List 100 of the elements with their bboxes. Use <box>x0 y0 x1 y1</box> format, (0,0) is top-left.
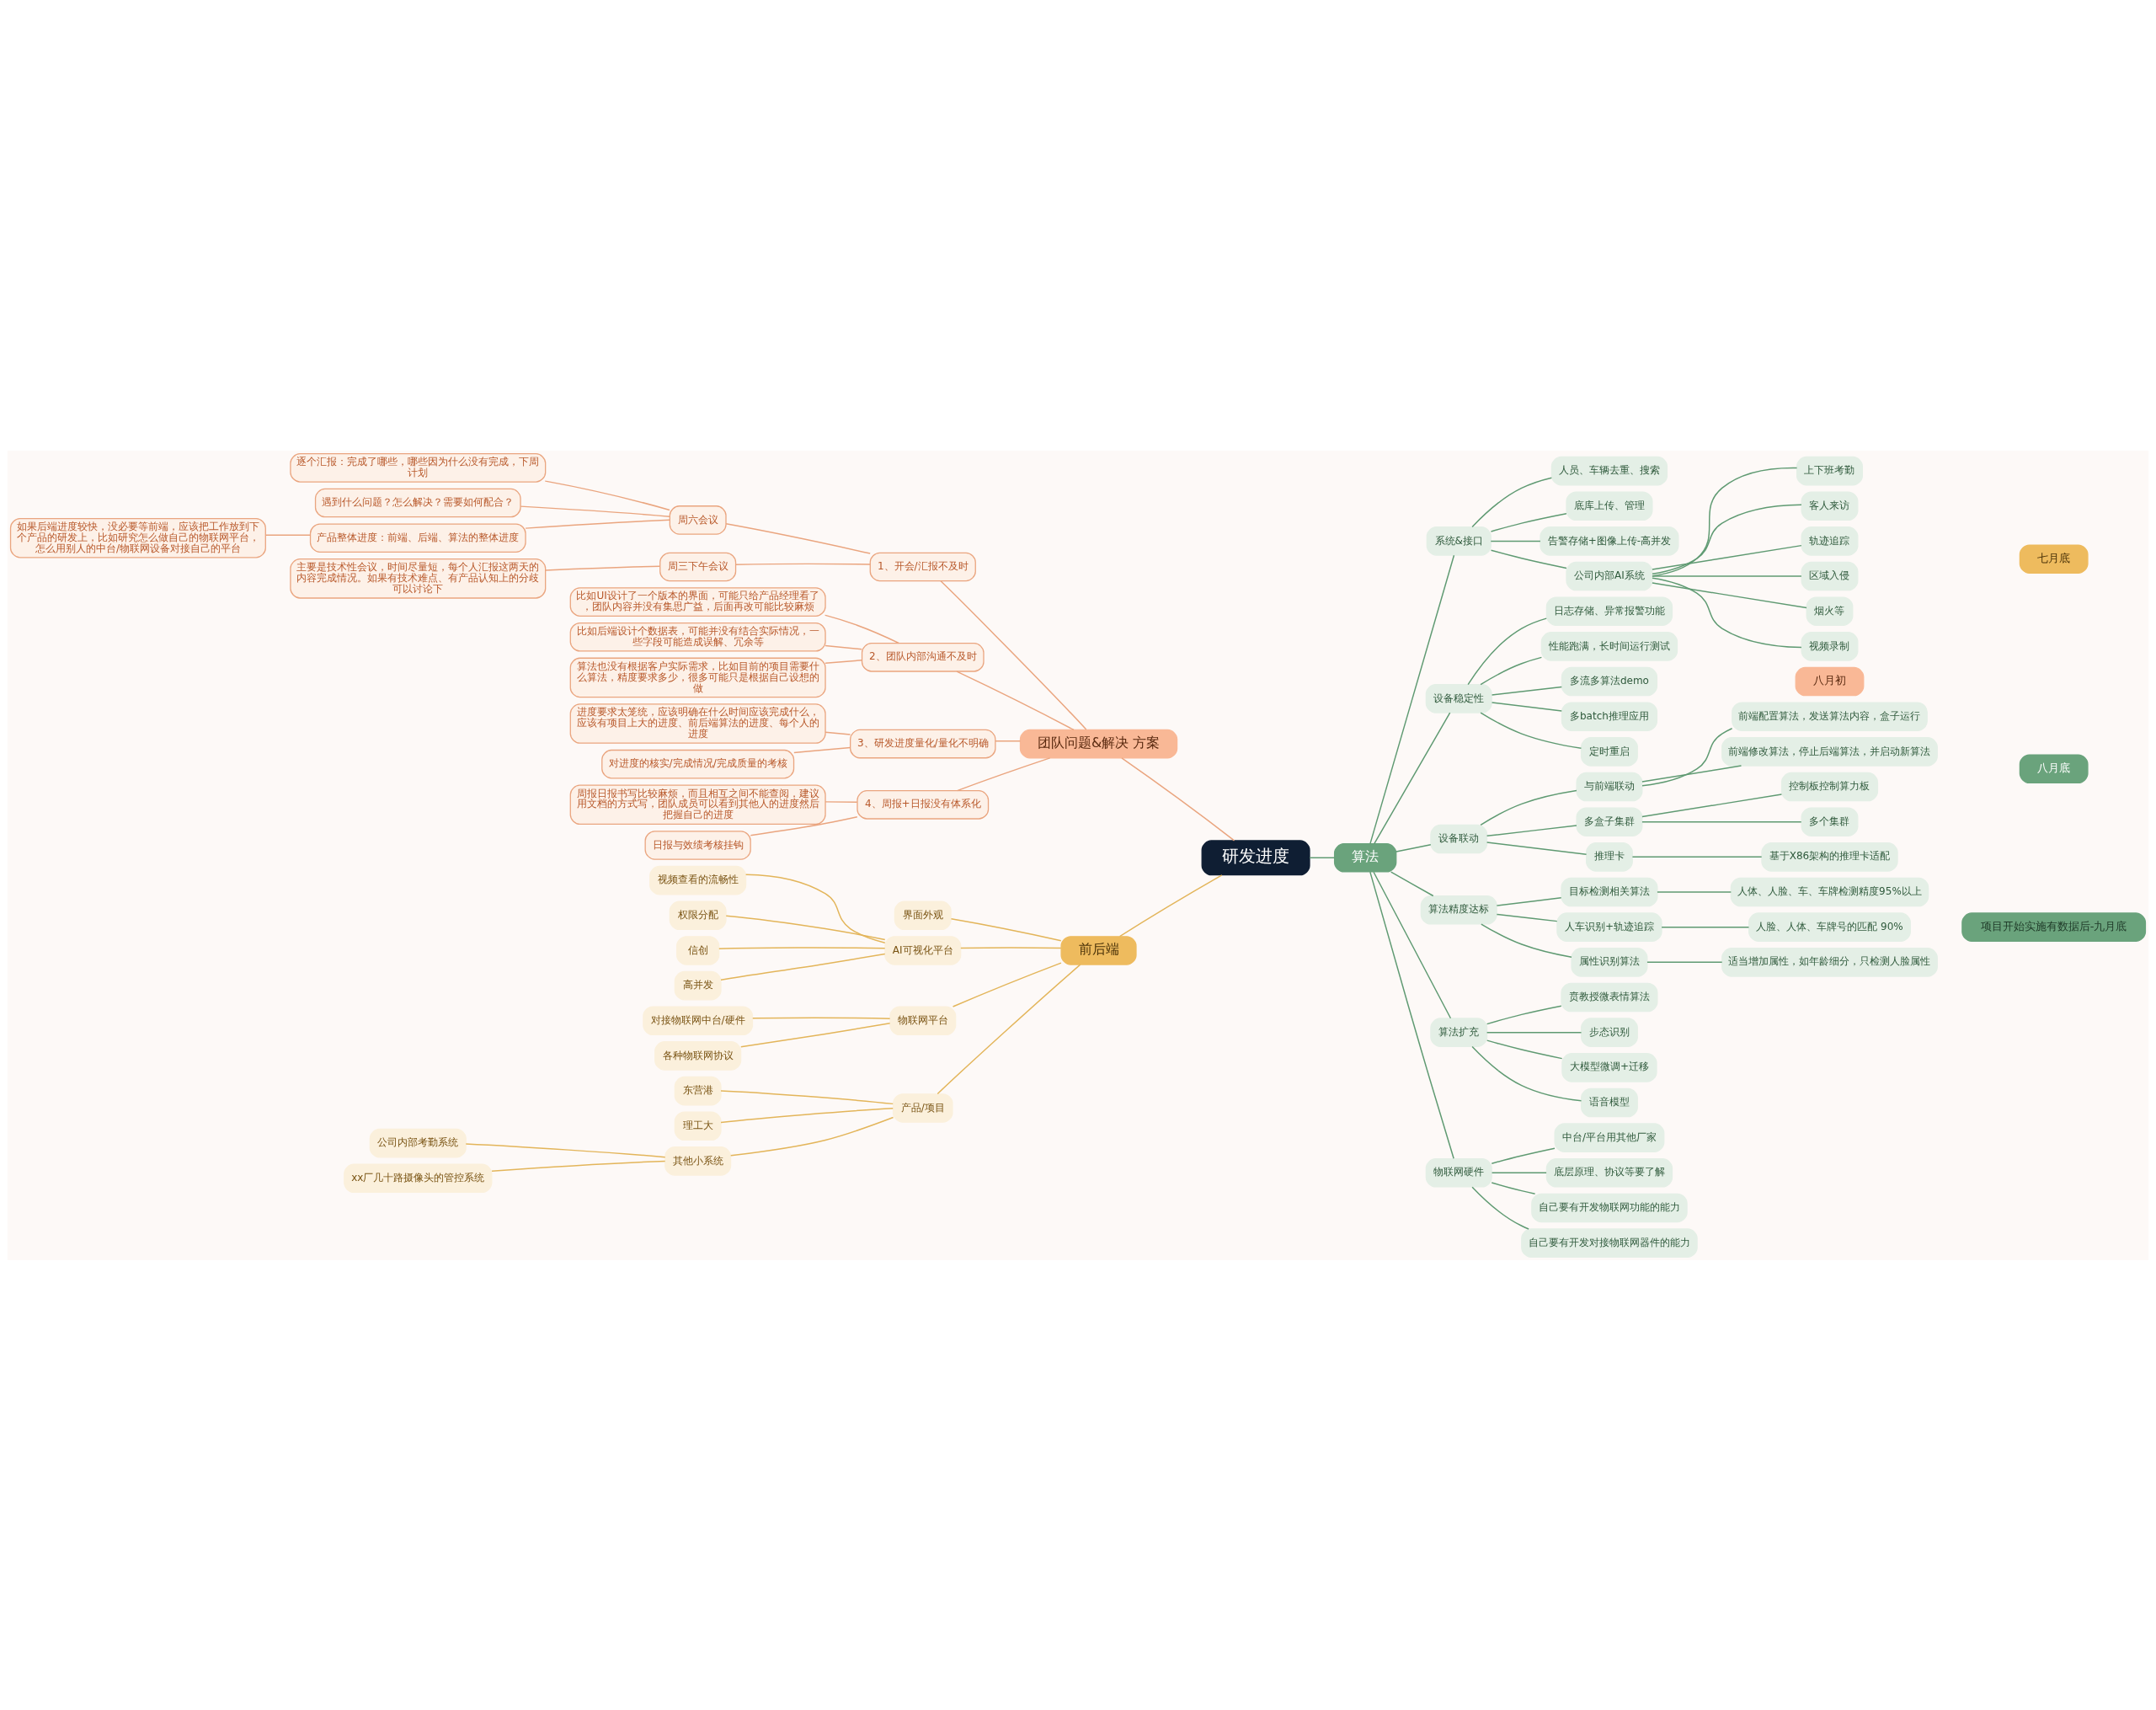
node-box: 主要是技术性会议，时间尽量短，每个人汇报这两天的内容完成情况。如果有技术难点、有产品认知上的分歧可以讨论下 <box>290 558 547 599</box>
node-box: 研发进度 <box>1201 839 1310 875</box>
node-box: 大模型微调+迁移 <box>1561 1052 1657 1082</box>
node-box: 与前端联动 <box>1576 772 1643 801</box>
connector <box>825 659 862 664</box>
node-box: 产品/项目 <box>892 1093 953 1123</box>
connector <box>725 914 886 940</box>
node-box: 高并发 <box>674 970 722 1000</box>
connector <box>1490 512 1567 532</box>
connector <box>952 961 1062 1007</box>
connector <box>730 1116 894 1157</box>
connector <box>1309 857 1336 858</box>
connector <box>1652 504 1802 574</box>
node-box: 权限分配 <box>669 900 727 930</box>
connector <box>1646 961 1723 963</box>
connector <box>1661 926 1750 927</box>
connector <box>1490 549 1567 569</box>
node-box: 公司内部考勤系统 <box>369 1128 467 1157</box>
connector <box>1486 824 1577 836</box>
connector <box>752 1017 891 1019</box>
node-box: 系统&接口 <box>1426 526 1492 556</box>
connector <box>544 479 670 510</box>
connector <box>1490 540 1541 542</box>
connector <box>1496 896 1562 906</box>
node-box: 各种物联网协议 <box>654 1040 742 1071</box>
connector <box>720 1089 894 1104</box>
connector <box>491 1160 666 1172</box>
node-box: 周三下午会议 <box>659 552 737 581</box>
node-box: 日报与效绩考核挂钩 <box>644 830 751 860</box>
connector <box>1652 574 1802 577</box>
connector <box>1374 711 1451 844</box>
node-box: 2、团队内部沟通不及时 <box>861 642 985 672</box>
node-box: 设备联动 <box>1430 824 1488 853</box>
node-box: 逐个汇报：完成了哪些，哪些因为什么没有完成，下周计划 <box>290 452 547 483</box>
node-box: 前端修改算法，停止后端算法，并启动新算法 <box>1721 736 1938 767</box>
node-box: 东营港 <box>674 1076 722 1105</box>
connector <box>1396 843 1432 852</box>
node-box: 公司内部AI系统 <box>1566 561 1653 590</box>
node-box: 界面外观 <box>894 900 952 930</box>
node-box: 底层原理、协议等要了解 <box>1545 1157 1673 1188</box>
node-box: 区域入侵 <box>1801 561 1859 590</box>
connector <box>1486 841 1588 855</box>
node-box: 比如后端设计个数据表，可能并没有结合实际情况，一些字段可能造成误解、冗余等 <box>569 622 826 652</box>
node-box: 底库上传、管理 <box>1566 490 1653 521</box>
node-box: 3、研发进度量化/量化不明确 <box>850 729 996 758</box>
connector <box>825 731 851 735</box>
connector <box>720 1107 894 1123</box>
connector <box>1118 874 1223 937</box>
node-box: 算法也没有根据客户实际需求，比如目前的项目需要什么算法，精度要求多少，很多可能只是根据自己设想的做 <box>569 657 826 697</box>
node-box: 其他小系统 <box>664 1146 732 1176</box>
connector <box>720 953 886 981</box>
node-box: 对接物联网中台/硬件 <box>643 1005 754 1035</box>
node-box: 项目开始实施有数据后-九月底 <box>1961 911 2147 942</box>
connector <box>1652 544 1802 570</box>
node-box: 1、开会/汇报不及时 <box>869 552 976 581</box>
connector <box>740 1022 891 1047</box>
connector <box>1641 793 1783 817</box>
node-box: 步态识别 <box>1580 1017 1638 1047</box>
node-box: 客人来访 <box>1801 490 1859 521</box>
node-box: 进度要求太笼统，应该明确在什么时间应该完成什么，应该有项目上大的进度、前后端算法的进度、每个人的进度 <box>569 703 826 744</box>
connector <box>1491 701 1562 712</box>
node-box: 人员、车辆去重、搜索 <box>1550 456 1668 485</box>
node-box: 控制板控制算力板 <box>1780 772 1879 801</box>
node-box: 中台/平台用其他厂家 <box>1554 1122 1665 1152</box>
connector <box>825 800 858 803</box>
connector <box>744 873 886 943</box>
node-box: 设备稳定性 <box>1425 683 1492 713</box>
node-box: 理工大 <box>674 1110 722 1141</box>
node-box: 算法 <box>1333 842 1397 873</box>
node-box: 多batch推理应用 <box>1561 701 1658 731</box>
connector <box>718 946 886 949</box>
connector <box>825 644 862 649</box>
connector <box>1496 913 1558 922</box>
connector <box>937 963 1081 1094</box>
connector <box>1652 581 1807 608</box>
node-box: 团队问题&解决 方案 <box>1019 729 1178 758</box>
connector <box>1641 820 1802 822</box>
node-box: 语音模型 <box>1580 1087 1638 1117</box>
connector <box>1491 1181 1536 1194</box>
connector <box>793 746 851 753</box>
node-box: 比如UI设计了一个版本的界面，可能只给产品经理看了，团队内容并没有集思广益，后面再改可能比较麻烦 <box>569 586 826 617</box>
node-box: 日志存储、异常报警功能 <box>1545 596 1673 626</box>
connector <box>734 563 871 565</box>
node-box: 七月底 <box>2019 543 2089 574</box>
connector <box>824 614 899 644</box>
node-box: 烟火等 <box>1806 596 1854 626</box>
connector <box>950 917 1062 941</box>
connector <box>520 505 670 517</box>
node-box: 多流多算法demo <box>1561 666 1658 696</box>
connector <box>1481 922 1572 958</box>
connector <box>960 946 1062 949</box>
connector <box>1471 1186 1529 1230</box>
node-box: 多盒子集群 <box>1576 806 1643 836</box>
node-box: 视频录制 <box>1801 631 1859 661</box>
node-box: 定时重启 <box>1580 736 1638 767</box>
node-box: 目标检测相关算法 <box>1561 877 1658 906</box>
node-box: 4、周报+日报没有体系化 <box>857 789 990 820</box>
node-box: AI可视化平台 <box>884 935 962 965</box>
node-box: xx厂几十路摄像头的管控系统 <box>344 1162 493 1193</box>
connector <box>1480 656 1543 685</box>
